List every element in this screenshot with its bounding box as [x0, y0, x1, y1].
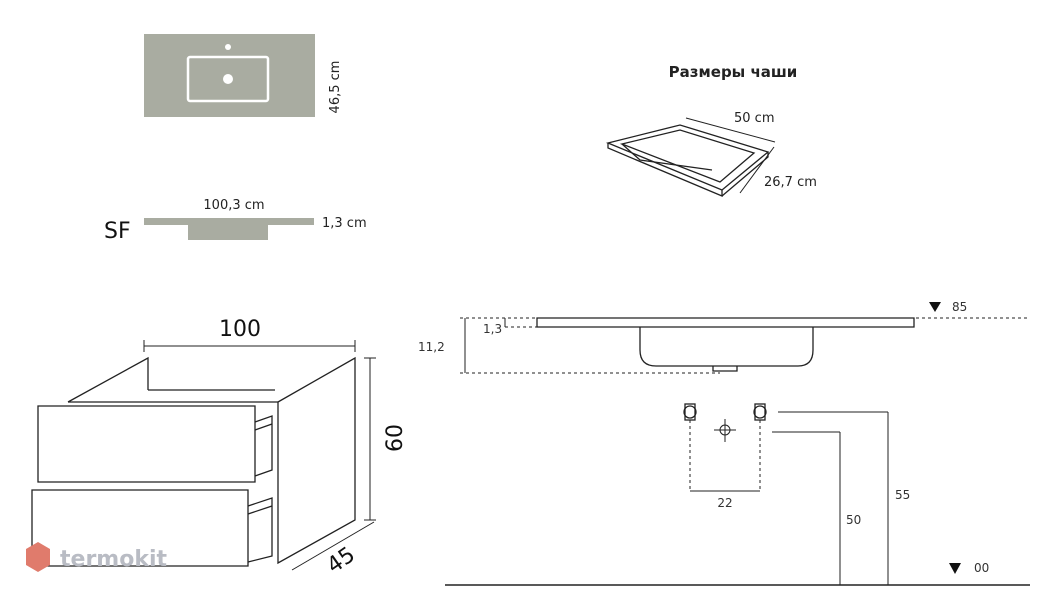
cabinet-drawing: 100 60 45	[31, 317, 408, 579]
elevation-drawing: 11,2 1,3 85 22 55 50 00	[418, 300, 1030, 586]
level-00-marker	[949, 563, 961, 574]
thickness-label: 1,3 cm	[322, 216, 367, 231]
termokit-logo-icon	[26, 542, 50, 572]
bowl-width-label: 26,7 cm	[764, 175, 817, 190]
bowl-outline	[186, 55, 270, 103]
bowl-length-label: 50 cm	[734, 111, 775, 126]
width-label: 100,3 cm	[203, 198, 264, 213]
bowl-title: Размеры чаши	[669, 63, 798, 81]
countertop-top-view: 46,5 cm	[144, 34, 343, 117]
depth-dim-line	[291, 521, 375, 571]
cabinet-depth: 45	[323, 542, 360, 579]
logo-text: termokit	[60, 547, 167, 572]
basin-depth-label: 11,2	[418, 340, 445, 354]
level-00-label: 00	[974, 561, 989, 575]
level-85-label: 85	[952, 300, 967, 314]
slab-thickness-label: 1,3	[483, 322, 502, 336]
termokit-logo: termokit	[26, 542, 167, 572]
depth-label: 46,5 cm	[328, 61, 343, 114]
tap-hole	[225, 44, 231, 50]
tap-fittings	[683, 403, 767, 442]
drain-height-label: 50	[846, 513, 861, 527]
supply-height-label: 55	[895, 488, 910, 502]
tap-spacing-label: 22	[717, 496, 732, 510]
cabinet-height: 60	[383, 424, 408, 452]
model-label: SF	[104, 219, 131, 244]
level-85-marker	[929, 302, 941, 312]
cabinet-width: 100	[219, 317, 261, 342]
drain-hole	[223, 74, 233, 84]
countertop-profile: SF 100,3 cm 1,3 cm	[104, 198, 367, 244]
bowl-dimensions: Размеры чаши 50 cm 26,7 cm	[605, 63, 817, 197]
profile-shape	[144, 218, 314, 240]
